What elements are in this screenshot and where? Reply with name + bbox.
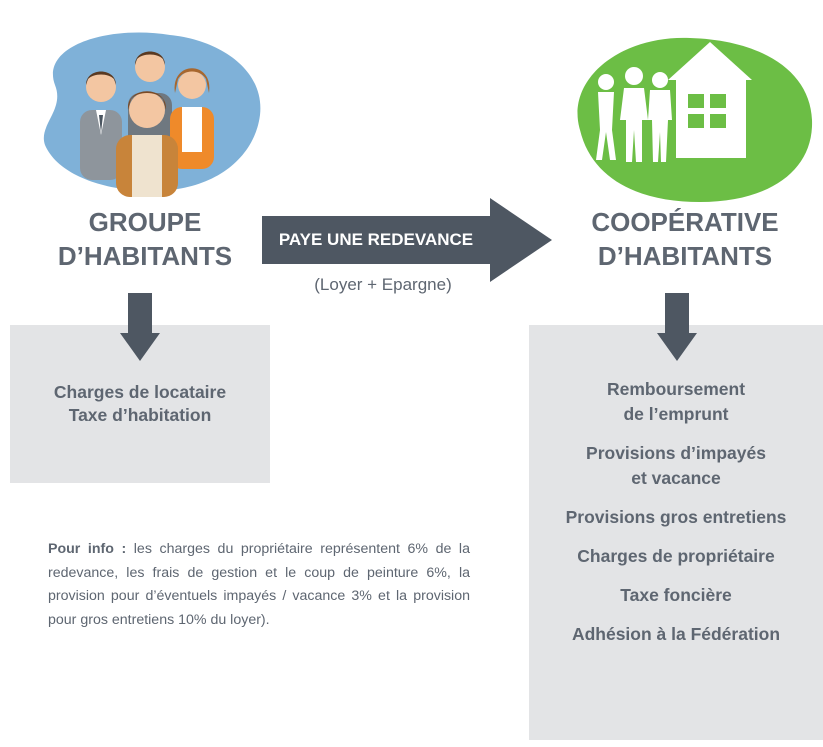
payment-arrow: PAYE UNE REDEVANCE xyxy=(262,198,552,282)
arrow-sublabel: (Loyer + Epargne) xyxy=(314,275,452,294)
info-note: Pour info : les charges du propriétaire … xyxy=(48,538,470,632)
cooperative-illustration xyxy=(560,20,815,205)
box-line: Taxe d’habitation xyxy=(68,405,212,425)
box-item: Provisions d’impayés et vacance xyxy=(586,443,766,488)
left-heading-line1: GROUPE xyxy=(88,207,202,237)
right-heading-line1: COOPÉRATIVE xyxy=(591,207,779,237)
right-heading: COOPÉRATIVE D’HABITANTS xyxy=(555,205,815,273)
info-label: Pour info : xyxy=(48,541,127,557)
box-line: Charges de locataire xyxy=(53,382,227,402)
box-item: Taxe foncière xyxy=(620,585,732,605)
down-arrow-icon xyxy=(120,293,160,361)
right-arrow-icon xyxy=(262,198,552,282)
people-and-house-icon xyxy=(577,37,813,203)
right-heading-line2: D’HABITANTS xyxy=(597,241,773,271)
left-heading-line2: D’HABITANTS xyxy=(57,241,233,271)
group-of-people-icon xyxy=(43,32,261,197)
down-arrow-icon xyxy=(657,293,697,361)
box-item: Remboursement de l’emprunt xyxy=(606,379,746,424)
info-text: les charges du propriétaire représentent… xyxy=(48,541,470,628)
group-illustration xyxy=(20,15,270,200)
cooperative-charges-box: Remboursement de l’emprunt Provisions d’… xyxy=(529,325,823,740)
box-item: Charges de propriétaire xyxy=(577,546,775,566)
arrow-label: PAYE UNE REDEVANCE xyxy=(278,230,474,249)
box-item: Provisions gros entretiens xyxy=(565,507,787,527)
box-item: Adhésion à la Fédération xyxy=(571,624,781,644)
left-heading: GROUPE D’HABITANTS xyxy=(20,205,270,273)
